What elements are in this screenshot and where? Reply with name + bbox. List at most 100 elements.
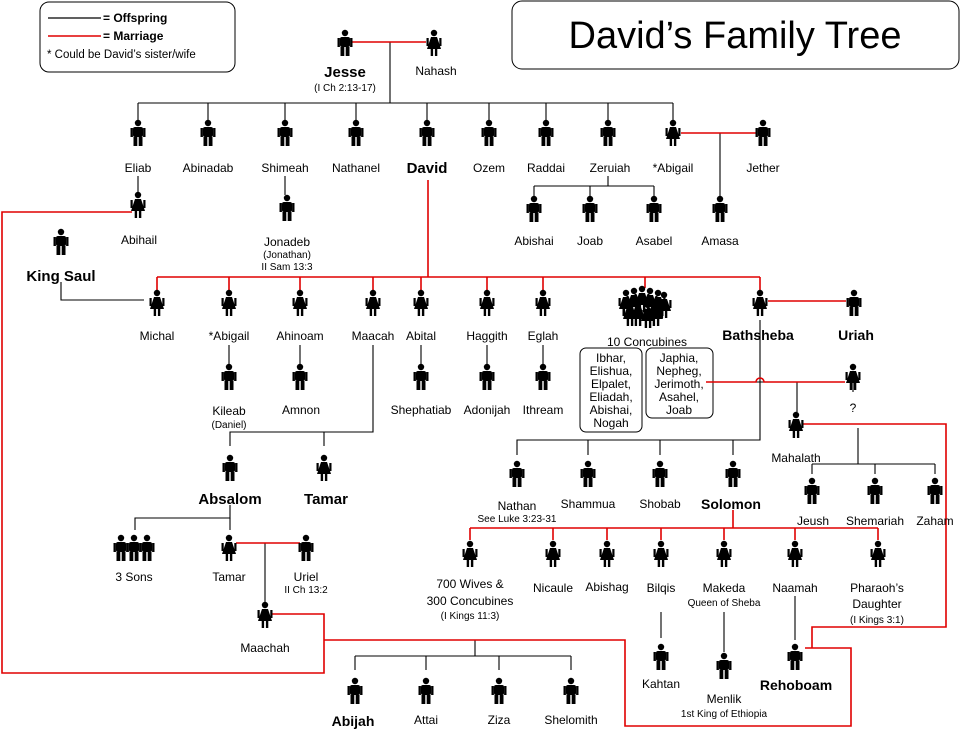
solomon-label: Solomon [701, 496, 761, 512]
legend-marriage: = Marriage [103, 29, 164, 43]
jeush-label: Jeush [797, 514, 829, 528]
abigail-wife-label: *Abigail [209, 329, 250, 343]
makeda-label: Makeda [703, 581, 746, 595]
ozem-label: Ozem [473, 161, 505, 175]
ziza-label: Ziza [488, 713, 511, 727]
wives-label: 700 Wives & [436, 577, 503, 591]
tamar-sister-label: Tamar [304, 491, 348, 508]
abishai-figure [526, 195, 542, 222]
concubine-son-elpalet: Elpalet, [591, 377, 631, 391]
abihail-figure [130, 191, 146, 218]
zaham-figure [927, 477, 943, 504]
abishag-label: Abishag [585, 580, 628, 594]
makeda-figure [716, 540, 732, 567]
concubine-son-jerimoth: Jerimoth, [654, 377, 703, 391]
nathan-label: Nathan [498, 499, 537, 513]
abital-figure [413, 289, 429, 316]
abital-label: Abital [406, 329, 436, 343]
bathsheba-figure [752, 289, 768, 316]
rehoboam-label: Rehoboam [760, 677, 832, 693]
nathan-figure [509, 460, 525, 487]
amasa-label: Amasa [701, 234, 739, 248]
shelomith-figure [563, 677, 579, 704]
nicaule-label: Nicaule [533, 581, 573, 595]
uriel-label: Uriel [294, 570, 319, 584]
jonadeb-label: Jonadeb [264, 235, 310, 249]
kahtan-label: Kahtan [642, 677, 680, 691]
kahtan-figure [653, 643, 669, 670]
ziza-figure [491, 677, 507, 704]
asabel-label: Asabel [636, 234, 673, 248]
shobab-label: Shobab [639, 497, 681, 511]
joab-label: Joab [577, 234, 603, 248]
three-sons-figure-group [113, 534, 155, 561]
jesse-label: Jesse [324, 64, 366, 81]
concubine-son-asahel: Asahel, [659, 390, 699, 404]
kileab-label: Kileab [212, 404, 246, 418]
abishag-figure [599, 540, 615, 567]
wives-figure [462, 540, 478, 567]
concubines-label: 10 Concubines [607, 335, 687, 349]
abigail-sister-figure [665, 119, 681, 146]
uriel-figure [298, 534, 314, 561]
shelomith-label: Shelomith [544, 713, 597, 727]
eliab-figure [130, 119, 146, 146]
haggith-label: Haggith [466, 329, 507, 343]
zeruiah-label: Zeruiah [590, 161, 631, 175]
nathanel-label: Nathanel [332, 161, 380, 175]
jonadeb-ref: II Sam 13:3 [261, 262, 313, 273]
david-label: David [407, 160, 448, 177]
michal-label: Michal [140, 329, 175, 343]
concubine-son-eliadah: Eliadah, [589, 390, 632, 404]
michal-figure [149, 289, 165, 316]
jeush-figure [804, 477, 820, 504]
pharaoh-label-2: Daughter [852, 597, 901, 611]
ithream-label: Ithream [523, 403, 564, 417]
jether-label: Jether [746, 161, 779, 175]
shemariah-figure [867, 477, 883, 504]
abishai-label: Abishai [514, 234, 553, 248]
shobab-figure [652, 460, 668, 487]
abijah-label: Abijah [332, 713, 375, 729]
eglah-figure [535, 289, 551, 316]
maacah-label: Maacah [352, 329, 395, 343]
tamar-sister-figure [316, 454, 332, 481]
marriage-lines [1, 41, 947, 727]
title-box [511, 0, 960, 70]
david-figure [419, 119, 435, 146]
shimeah-figure [277, 119, 293, 146]
makeda-title: Queen of Sheba [688, 598, 761, 609]
labels: = Offspring = Marriage * Could be David’… [26, 11, 953, 729]
concubines-figure-group [618, 285, 672, 328]
concubine-son-japhia: Japhia, [660, 351, 699, 365]
concubine-son-nepheg: Nepheg, [656, 364, 701, 378]
mahalath-figure [788, 411, 804, 438]
page-title: David’s Family Tree [569, 15, 902, 57]
naamah-figure [787, 540, 803, 567]
bilqis-figure [653, 540, 669, 567]
jesse-ref: (I Ch 2:13-17) [314, 83, 376, 94]
menlik-figure [716, 652, 732, 679]
concubine-son-abishai: Abishai, [590, 403, 633, 417]
concubine-sons-box-1 [579, 347, 643, 433]
shimeah-label: Shimeah [261, 161, 308, 175]
rehoboam-figure [787, 643, 803, 670]
ozem-figure [481, 119, 497, 146]
concubine-son-nogah: Nogah [593, 416, 628, 430]
menlik-label: Menlik [707, 692, 743, 706]
ahinoam-figure [292, 289, 308, 316]
legend-offspring: = Offspring [103, 11, 167, 25]
king-saul-label: King Saul [26, 268, 95, 285]
naamah-label: Naamah [772, 581, 817, 595]
abinadab-figure [200, 119, 216, 146]
offspring-lines [60, 42, 936, 670]
haggith-figure [479, 289, 495, 316]
ahinoam-label: Ahinoam [276, 329, 323, 343]
shammua-figure [580, 460, 596, 487]
abihail-label: Abihail [121, 233, 157, 247]
three-sons-label: 3 Sons [115, 570, 152, 584]
nathan-ref: See Luke 3:23-31 [478, 514, 557, 525]
amnon-label: Amnon [282, 403, 320, 417]
